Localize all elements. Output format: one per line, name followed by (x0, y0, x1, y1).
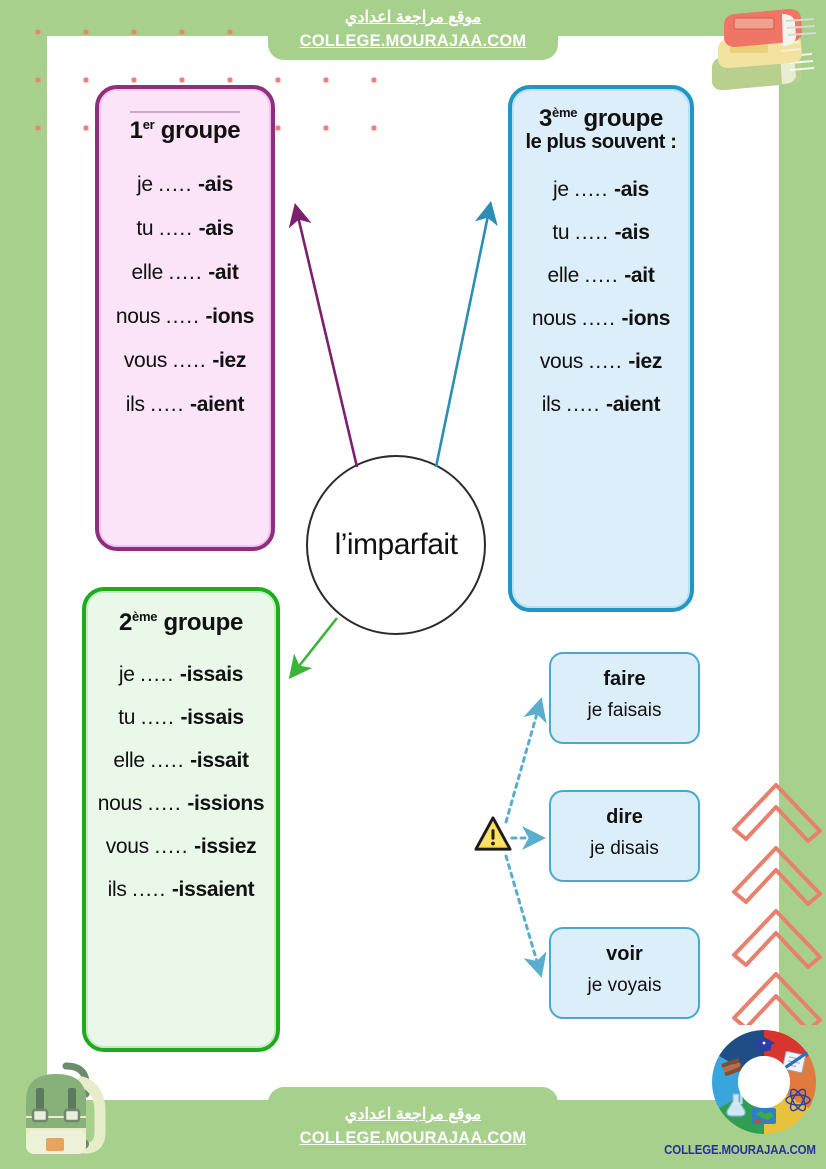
card-group-3-title: 3ème groupe (538, 105, 664, 132)
card-group-1: 1er groupe je ..... -ais tu ..... -ais e… (95, 85, 275, 551)
exception-box-faire: faire je faisais (549, 652, 700, 744)
education-wheel-icon (712, 1030, 816, 1134)
conjugation-row: elle ..... -ait (131, 261, 239, 284)
exception-box-voir: voir je voyais (549, 927, 700, 1019)
conjugation-row: vous ..... -issiez (105, 835, 257, 858)
conjugation-row: vous ..... -iez (123, 349, 247, 372)
conjugation-row: ils ..... -issaient (107, 878, 255, 901)
brand-arabic-text-footer: موقع مراجعة اعدادي (344, 1106, 482, 1123)
conjugation-row: elle ..... -ait (547, 264, 655, 287)
conjugation-row: je ..... -ais (136, 173, 234, 196)
card-group-1-title: 1er groupe (129, 111, 241, 145)
conjugation-row: nous ..... -ions (115, 305, 255, 328)
backpack-icon (26, 1062, 106, 1154)
exception-verb: voir (606, 943, 643, 965)
conjugation-row: ils ..... -aient (125, 393, 245, 416)
brand-url-bottom[interactable]: COLLEGE.MOURAJAA.COM (299, 1129, 527, 1147)
brand-arabic-text: موقع مراجعة اعدادي (344, 9, 482, 26)
conjugation-row: vous ..... -iez (539, 350, 663, 373)
exception-conjugation: je faisais (587, 700, 662, 721)
chevron-decoration-icon (732, 783, 822, 1025)
stack-of-books-icon (712, 9, 817, 91)
conjugation-row: ils ..... -aient (541, 393, 661, 416)
footer-brand-tab: موقع مراجعة اعدادي COLLEGE.MOURAJAA.COM (268, 1087, 558, 1169)
warning-triangle-icon (474, 816, 512, 851)
center-topic-label: l’imparfait (334, 528, 458, 561)
conjugation-row: nous ..... -ions (531, 307, 671, 330)
conjugation-row: tu ..... -issais (118, 706, 244, 729)
brand-url-top[interactable]: COLLEGE.MOURAJAA.COM (299, 32, 527, 50)
card-group-3-subtitle: le plus souvent : (525, 131, 677, 153)
exception-conjugation: je voyais (587, 975, 662, 996)
conjugation-row: je ..... -issais (118, 663, 244, 686)
conjugation-row: elle ..... -issait (113, 749, 249, 772)
header-brand-tab: موقع مراجعة اعدادي COLLEGE.MOURAJAA.COM (268, 0, 558, 60)
corner-watermark-url: COLLEGE.MOURAJAA.COM (664, 1143, 816, 1157)
card-group-2: 2ème groupe je ..... -issais tu ..... -i… (82, 587, 280, 1052)
conjugation-row: nous ..... -issions (97, 792, 265, 815)
exception-box-dire: dire je disais (549, 790, 700, 882)
center-topic-circle: l’imparfait (306, 455, 486, 635)
exception-verb: dire (606, 806, 643, 828)
exception-conjugation: je disais (590, 838, 659, 859)
card-group-3: 3ème groupe le plus souvent : je ..... -… (508, 85, 694, 612)
card-group-2-title: 2ème groupe (118, 609, 244, 636)
conjugation-row: je ..... -ais (552, 178, 650, 201)
conjugation-row: tu ..... -ais (136, 217, 234, 240)
exception-verb: faire (603, 668, 646, 690)
conjugation-row: tu ..... -ais (552, 221, 650, 244)
